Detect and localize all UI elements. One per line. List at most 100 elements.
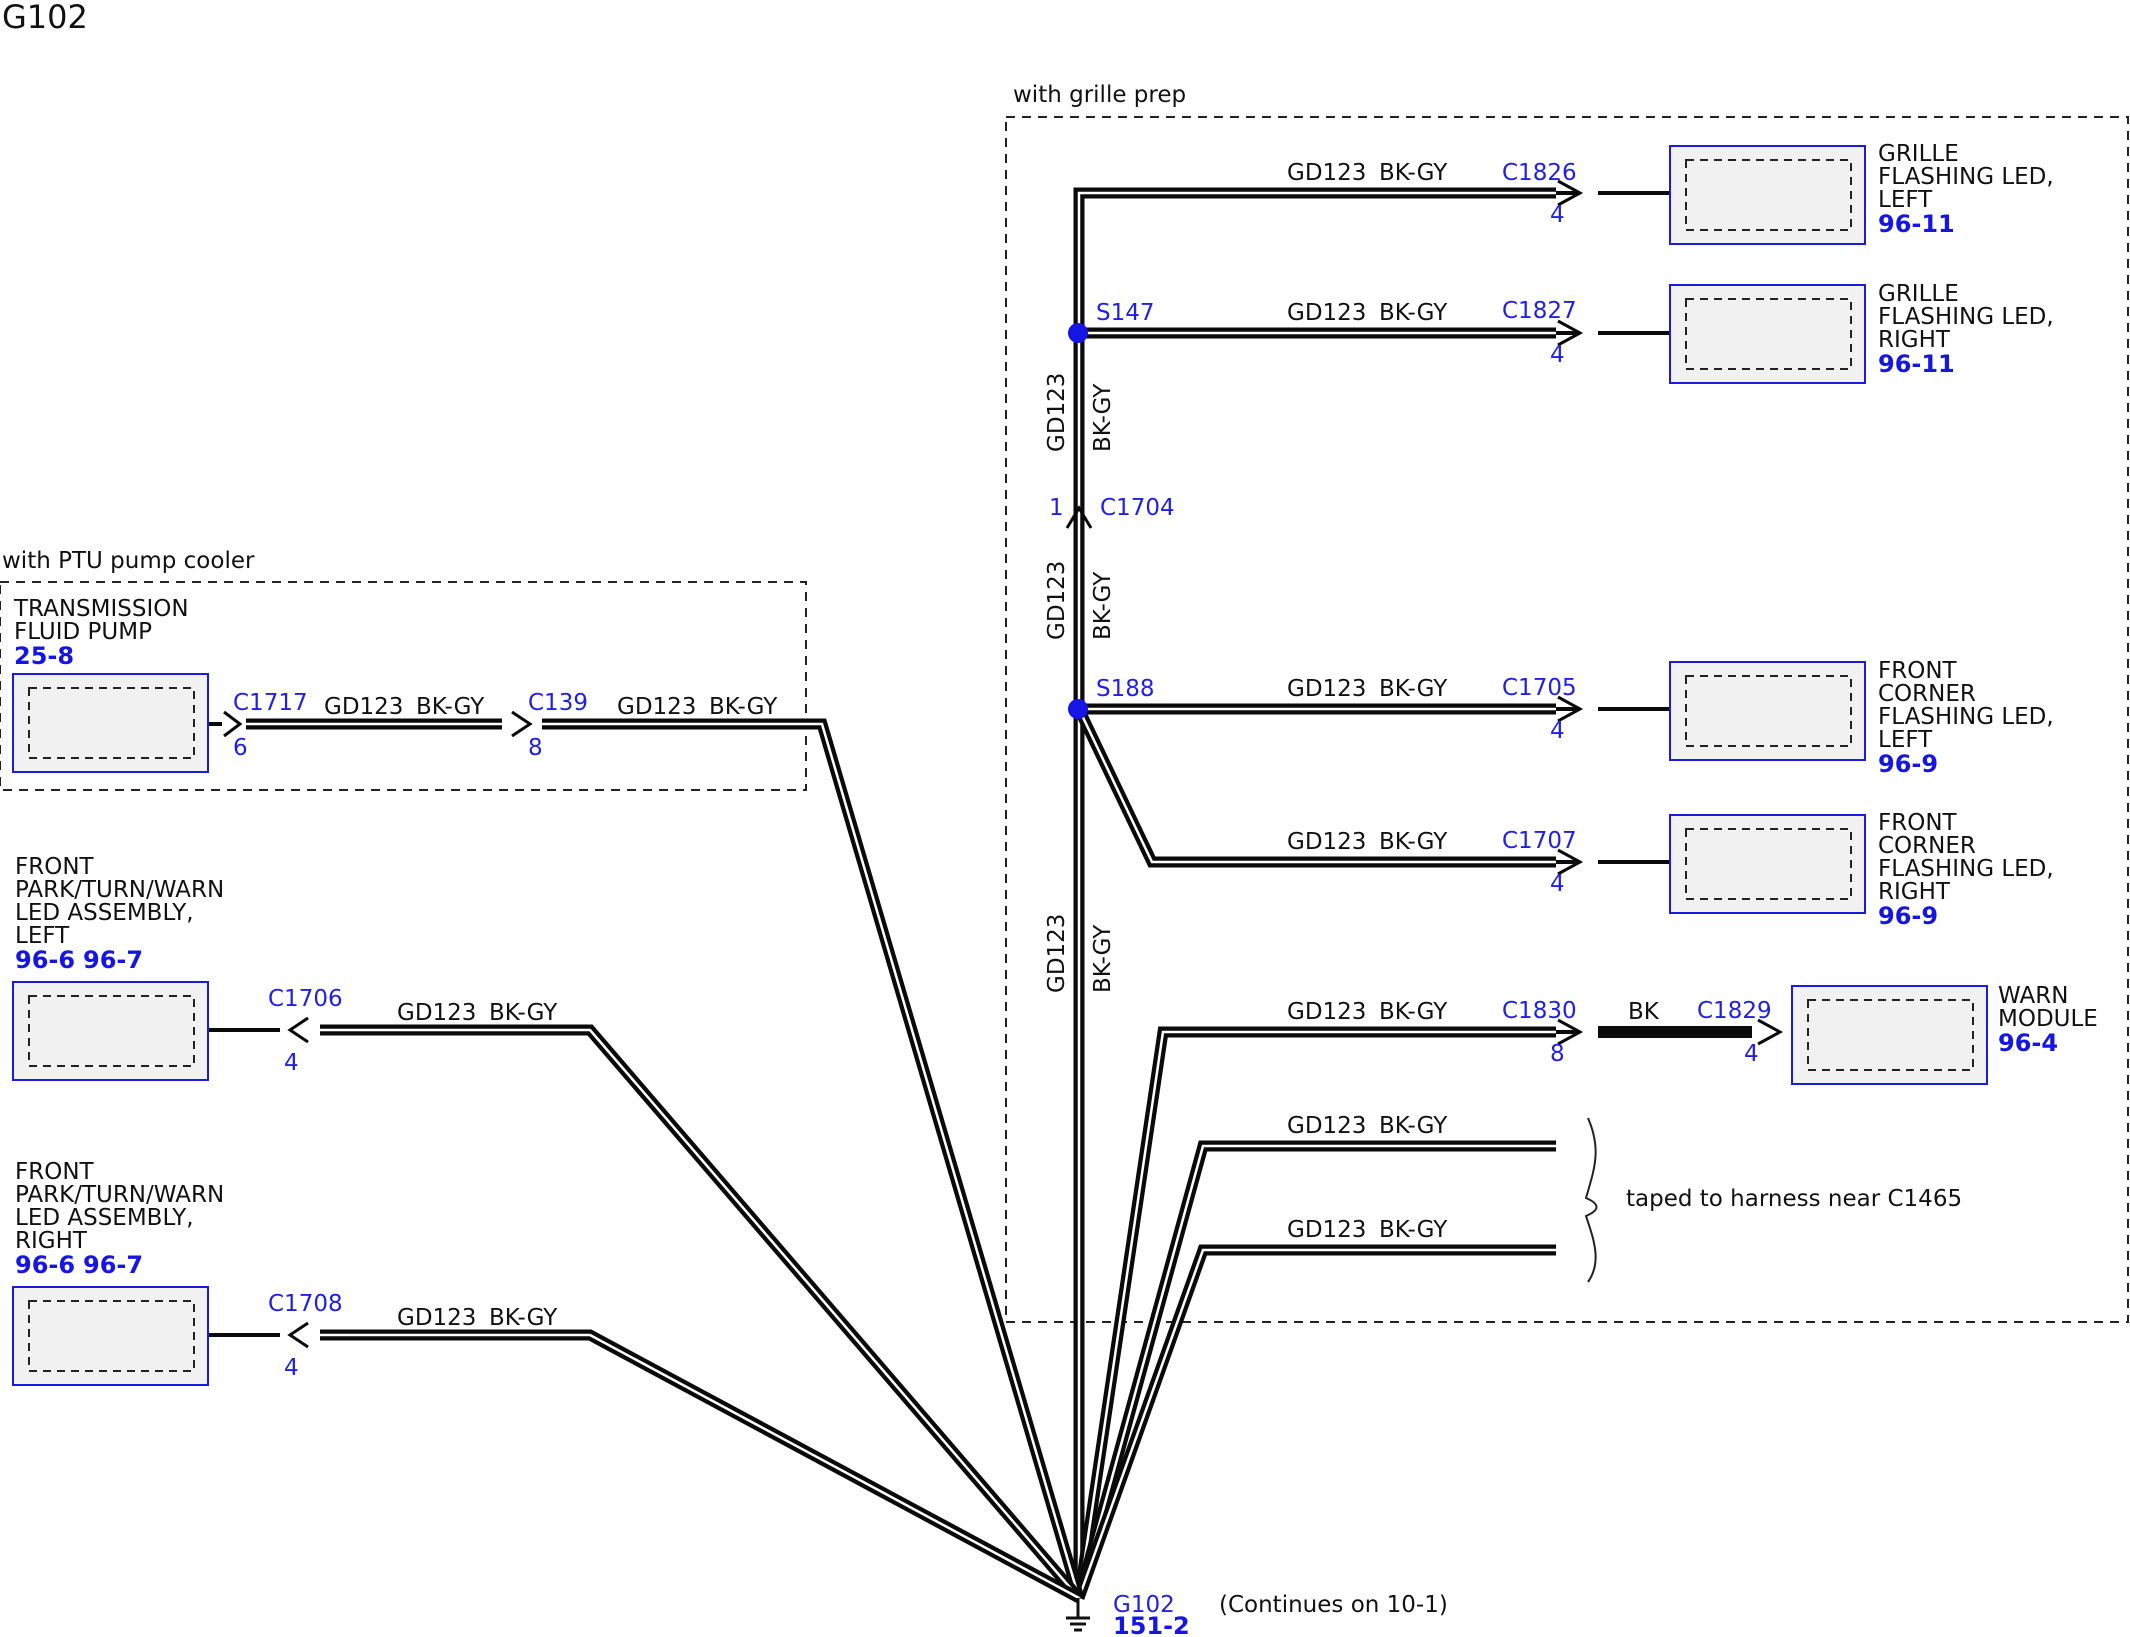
park-right-ref-1[interactable]: 96-6 — [15, 1251, 75, 1279]
warn-module-name-2: MODULE — [1998, 1006, 2098, 1032]
splice-s147-label[interactable]: S147 — [1096, 300, 1155, 326]
connector-c1826-id[interactable]: C1826 — [1502, 160, 1577, 186]
ground-continues-note: (Continues on 10-1) — [1219, 1592, 1448, 1618]
component-front-corner-left[interactable] — [1669, 661, 1866, 761]
grille-prep-frame — [1005, 116, 2129, 1323]
connector-c1708-id[interactable]: C1708 — [268, 1291, 343, 1317]
connector-c139-id[interactable]: C139 — [528, 690, 588, 716]
wire-trunk-grille-left — [1073, 187, 1556, 601]
wire-label-circuit: GD123 — [1287, 829, 1366, 855]
wire-c139-to-ground — [542, 718, 1085, 1600]
wire-label-circuit: GD123 — [324, 694, 403, 720]
taped-note: taped to harness near C1465 — [1626, 1186, 1962, 1212]
trans-pump-name-2: FLUID PUMP — [14, 619, 152, 645]
grille-left-name-3: LEFT — [1878, 187, 1933, 213]
grille-right-name-2: FLASHING LED, — [1878, 304, 2054, 330]
wire-label-circuit: GD123 — [1287, 676, 1366, 702]
park-left-name-3: LED ASSEMBLY, — [15, 900, 194, 926]
connector-c1708-symbol — [287, 1321, 309, 1349]
park-right-name-2: PARK/TURN/WARN — [15, 1182, 224, 1208]
park-right-name-4: RIGHT — [15, 1228, 88, 1254]
front-corner-left-name-2: CORNER — [1878, 681, 1976, 707]
park-left-ref-2[interactable]: 96-7 — [83, 946, 143, 974]
connector-c1706-pin: 4 — [284, 1050, 299, 1076]
wire-label-color: BK-GY — [489, 1305, 558, 1331]
wire-label-circuit: GD123 — [1287, 1217, 1366, 1243]
connector-c1827-pin: 4 — [1550, 342, 1565, 368]
ground-g102-id[interactable]: G102 — [1113, 1592, 1175, 1618]
connector-c1717-symbol — [223, 710, 243, 738]
component-grille-left[interactable] — [1669, 145, 1866, 245]
warn-module-name-1: WARN — [1998, 983, 2068, 1009]
wire-label-color: BK-GY — [489, 1000, 558, 1026]
wire-label-circuit: GD123 — [1287, 999, 1366, 1025]
grille-left-name-1: GRILLE — [1878, 141, 1959, 167]
trans-pump-name-1: TRANSMISSION — [13, 596, 189, 622]
park-right-ref-2[interactable]: 96-7 — [83, 1251, 143, 1279]
connector-c1705-pin: 4 — [1550, 718, 1565, 744]
warn-module-ref[interactable]: 96-4 — [1998, 1029, 2058, 1057]
grille-left-ref[interactable]: 96-11 — [1878, 210, 1955, 238]
wire-label-color: BK-GY — [1379, 676, 1448, 702]
front-corner-left-name-4: LEFT — [1878, 727, 1933, 753]
connector-c1717-id[interactable]: C1717 — [233, 690, 308, 716]
component-front-corner-right[interactable] — [1669, 814, 1866, 914]
trans-pump-ref[interactable]: 25-8 — [14, 642, 74, 670]
grille-right-ref[interactable]: 96-11 — [1878, 350, 1955, 378]
front-corner-right-name-4: RIGHT — [1878, 879, 1951, 905]
connector-c139-pin: 8 — [528, 735, 543, 761]
park-left-name-1: FRONT — [15, 854, 95, 880]
wire-label-circuit-vertical: GD123 — [1044, 561, 1070, 640]
connector-c1830-id[interactable]: C1830 — [1502, 998, 1577, 1024]
ptu-pump-cooler-label: with PTU pump cooler — [2, 548, 255, 574]
connector-c1827-id[interactable]: C1827 — [1502, 298, 1577, 324]
splice-s188-label[interactable]: S188 — [1096, 676, 1155, 702]
front-corner-right-name-2: CORNER — [1878, 833, 1976, 859]
front-corner-right-ref[interactable]: 96-9 — [1878, 902, 1938, 930]
connector-c1707-id[interactable]: C1707 — [1502, 828, 1577, 854]
wire-label-bk: BK — [1628, 999, 1660, 1025]
wire-label-color: BK-GY — [1379, 1217, 1448, 1243]
component-grille-right[interactable] — [1669, 284, 1866, 384]
grille-left-name-2: FLASHING LED, — [1878, 164, 2054, 190]
connector-c1705-id[interactable]: C1705 — [1502, 675, 1577, 701]
wire-label-color: BK-GY — [1379, 1113, 1448, 1139]
wire-label-color: BK-GY — [1379, 300, 1448, 326]
wire-label-color: BK-GY — [416, 694, 485, 720]
front-corner-right-name-1: FRONT — [1878, 810, 1958, 836]
wire-label-color: BK-GY — [1379, 160, 1448, 186]
wire-label-circuit: GD123 — [397, 1305, 476, 1331]
park-right-name-3: LED ASSEMBLY, — [15, 1205, 194, 1231]
component-park-left[interactable] — [12, 981, 209, 1081]
ground-g102-ref[interactable]: 151-2 — [1113, 1612, 1190, 1637]
wire-taped-1 — [1073, 1140, 1556, 1600]
connector-c139-symbol — [511, 710, 533, 738]
connector-c1826-pin: 4 — [1550, 202, 1565, 228]
wire-label-color: BK-GY — [1379, 999, 1448, 1025]
connector-c1706-id[interactable]: C1706 — [268, 986, 343, 1012]
grille-right-name-3: RIGHT — [1878, 327, 1951, 353]
wire-label-circuit: GD123 — [397, 1000, 476, 1026]
wire-warn-module — [1073, 1026, 1556, 1599]
grille-right-name-1: GRILLE — [1878, 281, 1959, 307]
splice-s188-dot — [1068, 699, 1088, 719]
front-corner-right-name-3: FLASHING LED, — [1878, 856, 2054, 882]
connector-c1704-symbol — [1065, 505, 1093, 529]
grille-prep-label: with grille prep — [1013, 82, 1186, 108]
taped-bracket — [1584, 1117, 1598, 1283]
connector-c1830-pin: 8 — [1550, 1041, 1565, 1067]
wire-label-color: BK-GY — [709, 694, 778, 720]
component-park-right[interactable] — [12, 1286, 209, 1386]
park-left-ref-1[interactable]: 96-6 — [15, 946, 75, 974]
connector-c1704-id[interactable]: C1704 — [1100, 495, 1175, 521]
component-warn-module[interactable] — [1791, 985, 1988, 1085]
park-right-name-1: FRONT — [15, 1159, 95, 1185]
page-title: G102 — [2, 0, 88, 36]
connector-c1829-id[interactable]: C1829 — [1697, 998, 1772, 1024]
front-corner-left-ref[interactable]: 96-9 — [1878, 750, 1938, 778]
wire-label-circuit-vertical: GD123 — [1044, 914, 1070, 993]
component-trans-pump[interactable] — [12, 673, 209, 773]
front-corner-left-name-1: FRONT — [1878, 658, 1958, 684]
wire-label-color-vertical: BK-GY — [1090, 924, 1116, 993]
